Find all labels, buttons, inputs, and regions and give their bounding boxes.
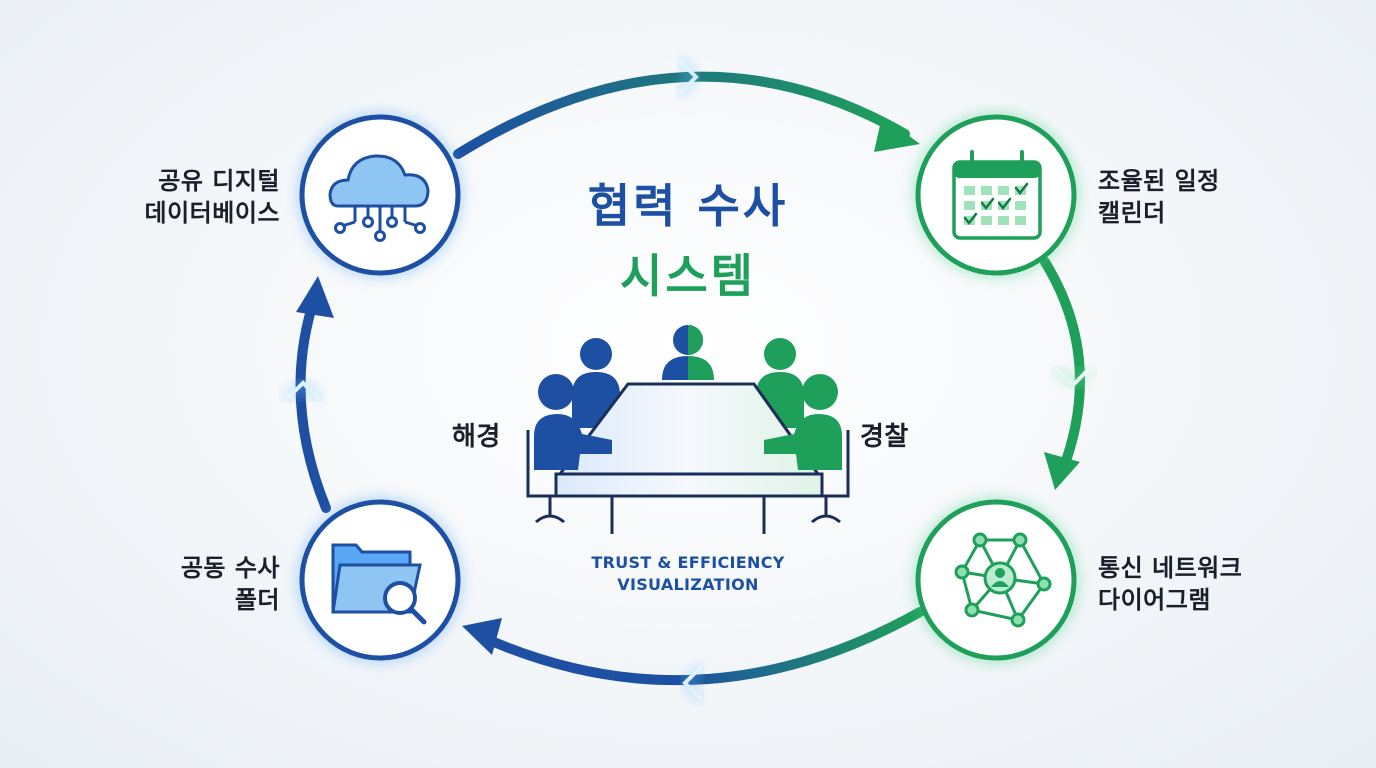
subtitle-line-2: VISUALIZATION: [617, 575, 759, 594]
arc-right: [1040, 257, 1085, 477]
arc-top: [453, 71, 910, 159]
label-top-right: 조율된 일정 캘린더: [1098, 167, 1220, 227]
arrowhead-top: [874, 116, 920, 152]
folder-search-icon: [331, 543, 427, 625]
person-back-center: [662, 325, 714, 380]
calendar-icon: [952, 150, 1042, 240]
meeting-table: [554, 382, 824, 534]
title-line-1: 협력 수사: [587, 179, 789, 233]
arrowhead-bottom: [462, 618, 502, 655]
meeting-illustration: [526, 325, 850, 534]
label-bottom-right: 통신 네트워크 다이어그램: [1098, 554, 1243, 614]
node-bottom-right: [912, 496, 1080, 664]
arrowhead-left: [296, 276, 334, 318]
label-top-left: 공유 디지털 데이터베이스: [144, 167, 280, 227]
subtitle-line-1: TRUST & EFFICIENCY: [591, 553, 785, 572]
title-line-2: 시스템: [620, 249, 756, 303]
label-bottom-left: 공동 수사 폴더: [180, 554, 280, 614]
network-icon: [954, 532, 1052, 628]
node-bottom-left: [296, 496, 464, 664]
label-police: 경찰: [860, 422, 909, 452]
label-coast-guard: 해경: [452, 422, 501, 452]
person-left-front: [526, 374, 612, 524]
cloud-database-icon: [328, 154, 430, 242]
arrowhead-right: [1044, 452, 1080, 490]
arc-left: [295, 295, 331, 513]
cycle-arrows: [283, 57, 1093, 703]
subtitle: TRUST & EFFICIENCY VISUALIZATION: [548, 552, 828, 596]
node-top-right: [912, 111, 1080, 279]
arc-bottom: [475, 607, 925, 686]
person-right-front: [764, 374, 850, 524]
node-top-left: [296, 111, 464, 279]
